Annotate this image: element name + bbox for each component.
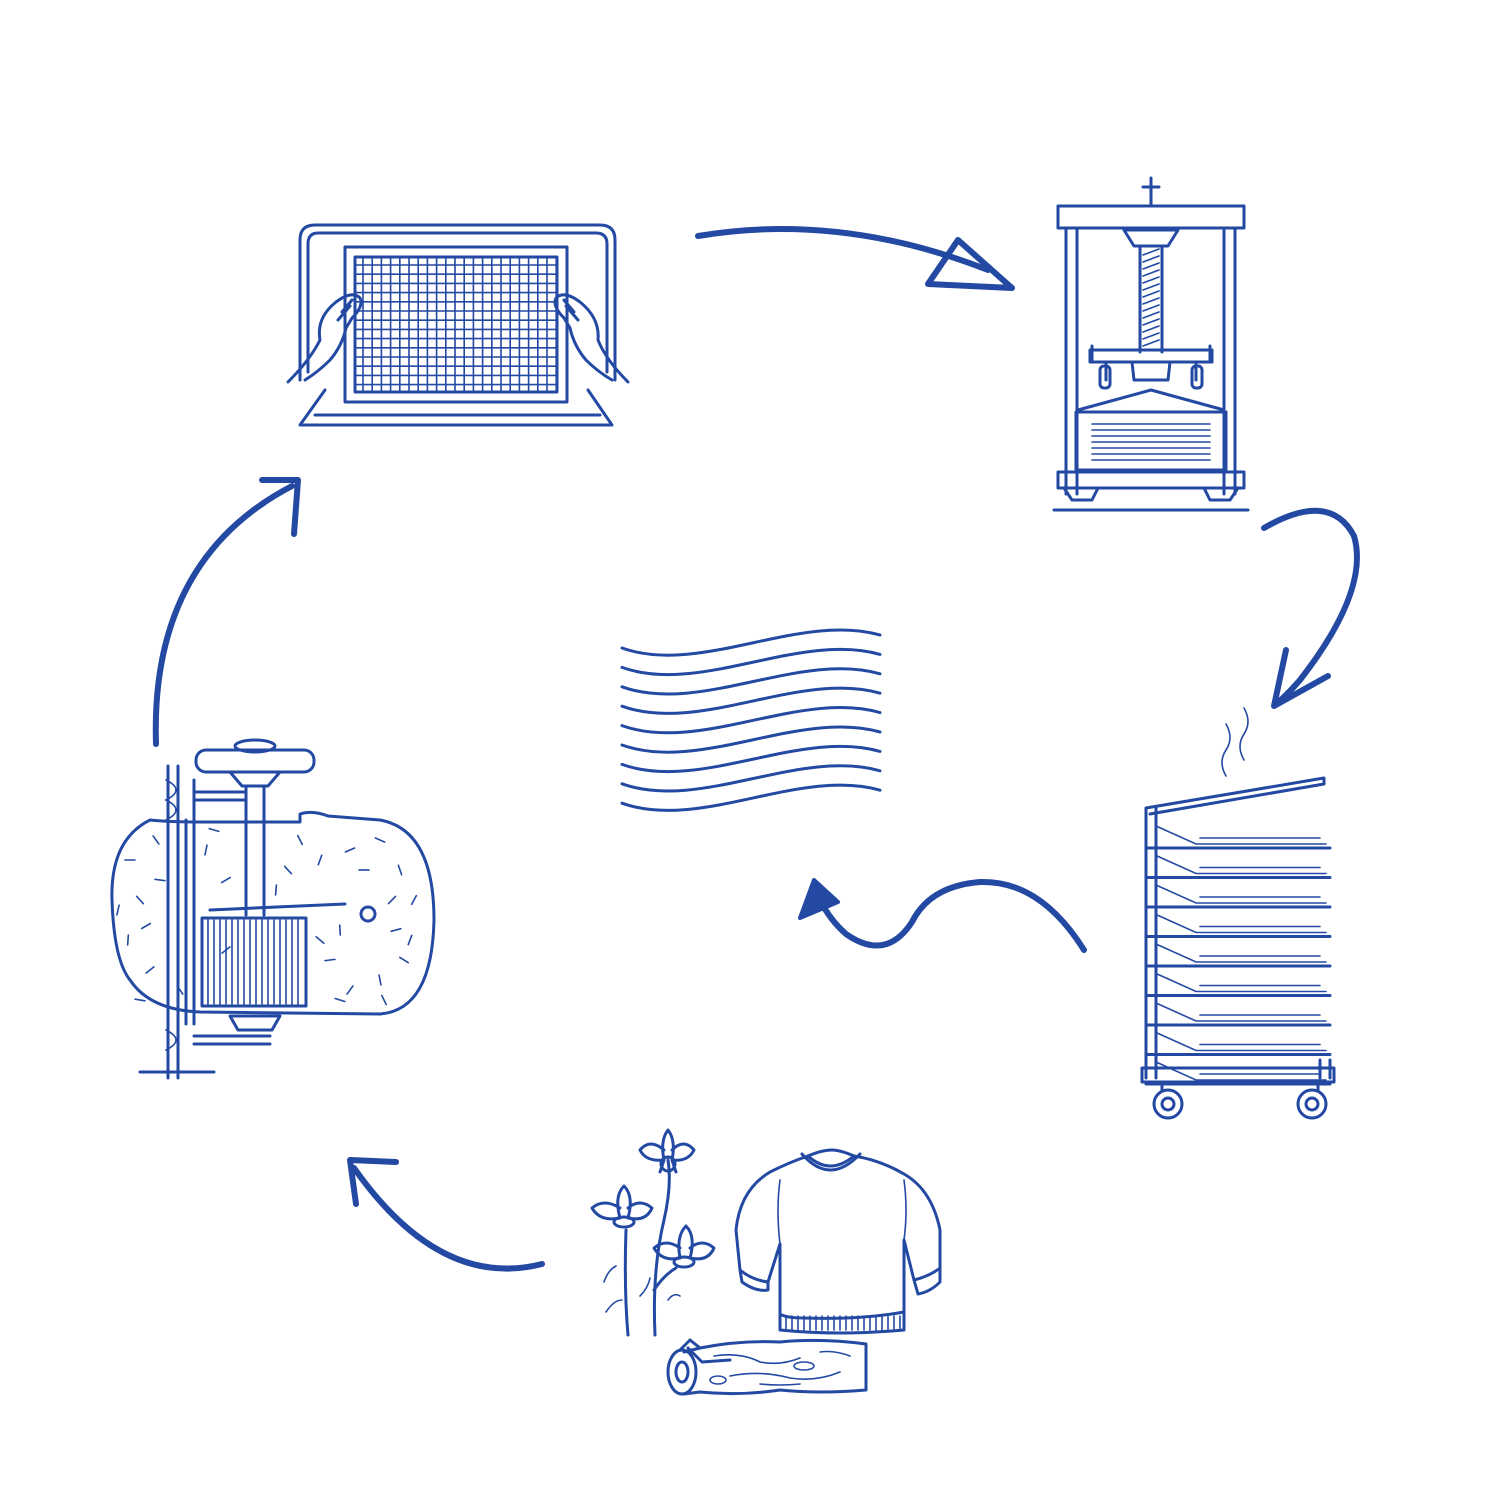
arrow-materials-to-beater [347, 1157, 545, 1272]
arrow-beater-to-mould [152, 477, 301, 747]
flower-stalk-icon [590, 1128, 716, 1337]
screw-press-icon [1052, 176, 1250, 512]
arrow-mould-to-press [695, 225, 1015, 291]
sweater-icon [734, 1148, 942, 1335]
drying-rack-icon [1140, 707, 1336, 1120]
raw-materials-icon [590, 1128, 942, 1396]
arrow-press-to-rack [1261, 507, 1360, 709]
pulp-beater-vat-icon [110, 738, 436, 1080]
mould-and-deckle-icon [286, 223, 630, 427]
wood-log-icon [666, 1338, 868, 1396]
arrow-rack-to-sheets [798, 878, 1087, 953]
paper-sheets-icon [620, 628, 882, 812]
